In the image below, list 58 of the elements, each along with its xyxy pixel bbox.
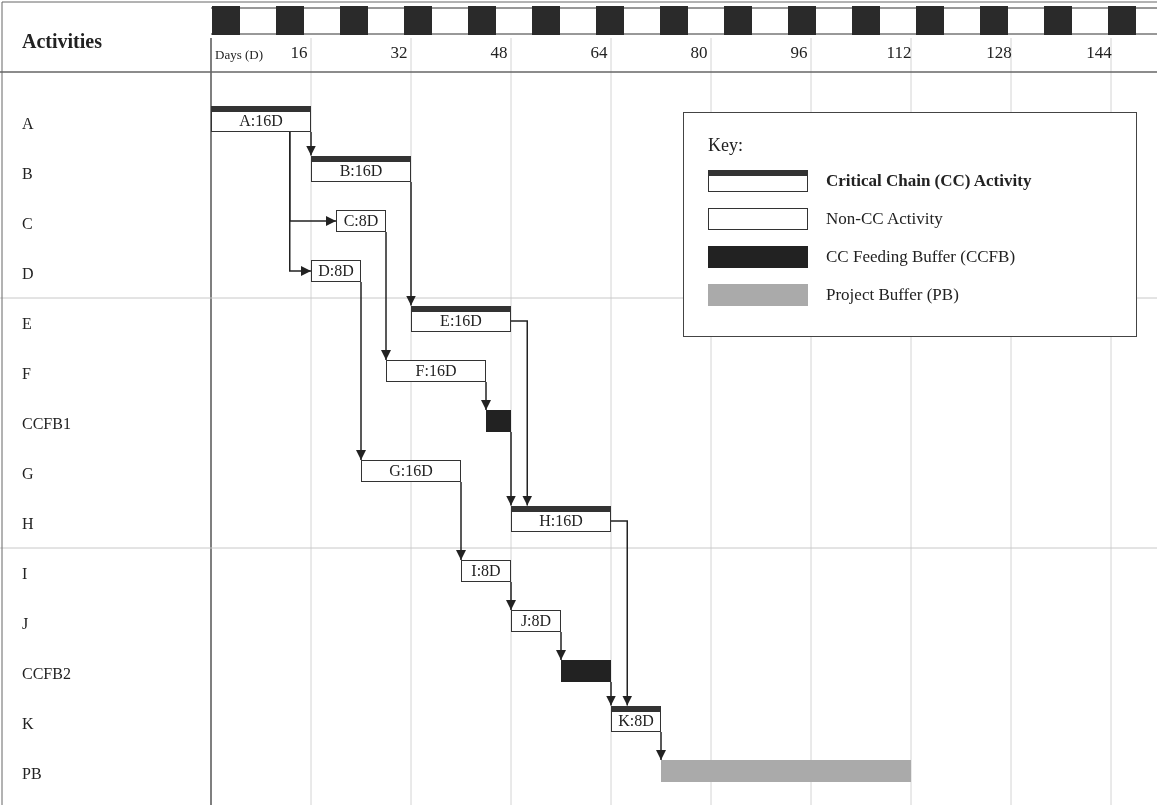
row-label: B: [22, 165, 33, 183]
row-label: A: [22, 115, 34, 133]
project-buffer-bar: [661, 760, 911, 782]
critical-chain-activity-bar: B:16D: [311, 155, 411, 182]
arrow: [481, 381, 491, 411]
row-label: E: [22, 315, 32, 333]
tick-label: 80: [690, 44, 708, 62]
arrow: [406, 181, 416, 307]
activity-bar: F:16D: [386, 360, 486, 382]
activity-bar: I:8D: [461, 560, 511, 582]
critical-chain-activity-bar: E:16D: [411, 305, 511, 332]
row-label: G: [22, 465, 34, 483]
activity-bar: G:16D: [361, 460, 461, 482]
row-label: CCFB1: [22, 415, 71, 433]
arrow: [610, 520, 633, 707]
legend-label: Non-CC Activity: [826, 210, 943, 228]
tick-label: 128: [986, 44, 1012, 62]
legend-label: Project Buffer (PB): [826, 286, 959, 304]
tick-label: 144: [1086, 44, 1112, 62]
row-label: J: [22, 615, 29, 633]
arrow: [506, 581, 516, 611]
row-label: K: [22, 715, 34, 733]
legend-title: Key:: [708, 136, 743, 154]
row-label: I: [22, 565, 28, 583]
row-label: F: [22, 365, 31, 383]
critical-chain-activity-bar: A:16D: [211, 105, 311, 132]
legend-label: CC Feeding Buffer (CCFB): [826, 248, 1016, 266]
row-label: CCFB2: [22, 665, 71, 683]
arrow: [456, 481, 466, 561]
arrow: [381, 231, 391, 361]
row-label: C: [22, 215, 33, 233]
row-label: PB: [22, 765, 42, 783]
arrow: [556, 631, 566, 661]
row-label: D: [22, 265, 34, 283]
legend-label: Critical Chain (CC) Activity: [826, 172, 1032, 190]
arrow: [606, 681, 616, 707]
activity-bar: J:8D: [511, 610, 561, 632]
feeding-buffer-bar: [561, 660, 611, 682]
arrow: [306, 131, 316, 157]
arrow: [506, 431, 516, 507]
arrow: [510, 320, 533, 507]
feeding-buffer-bar: [486, 410, 511, 432]
critical-chain-activity-bar: H:16D: [511, 505, 611, 532]
tick-label: 16: [290, 44, 308, 62]
column-header: Activities: [22, 32, 102, 50]
tick-label: 32: [390, 44, 408, 62]
tick-label: 112: [886, 44, 912, 62]
arrow: [356, 281, 366, 461]
activity-bar: C:8D: [336, 210, 386, 232]
critical-chain-activity-bar: K:8D: [611, 705, 661, 732]
tick-label: 48: [490, 44, 508, 62]
arrow: [289, 131, 312, 276]
tick-label: 96: [790, 44, 808, 62]
row-label: H: [22, 515, 34, 533]
arrow: [656, 731, 666, 761]
activity-bar: D:8D: [311, 260, 361, 282]
tick-label: 64: [590, 44, 608, 62]
axis-title: Days (D): [215, 46, 263, 64]
